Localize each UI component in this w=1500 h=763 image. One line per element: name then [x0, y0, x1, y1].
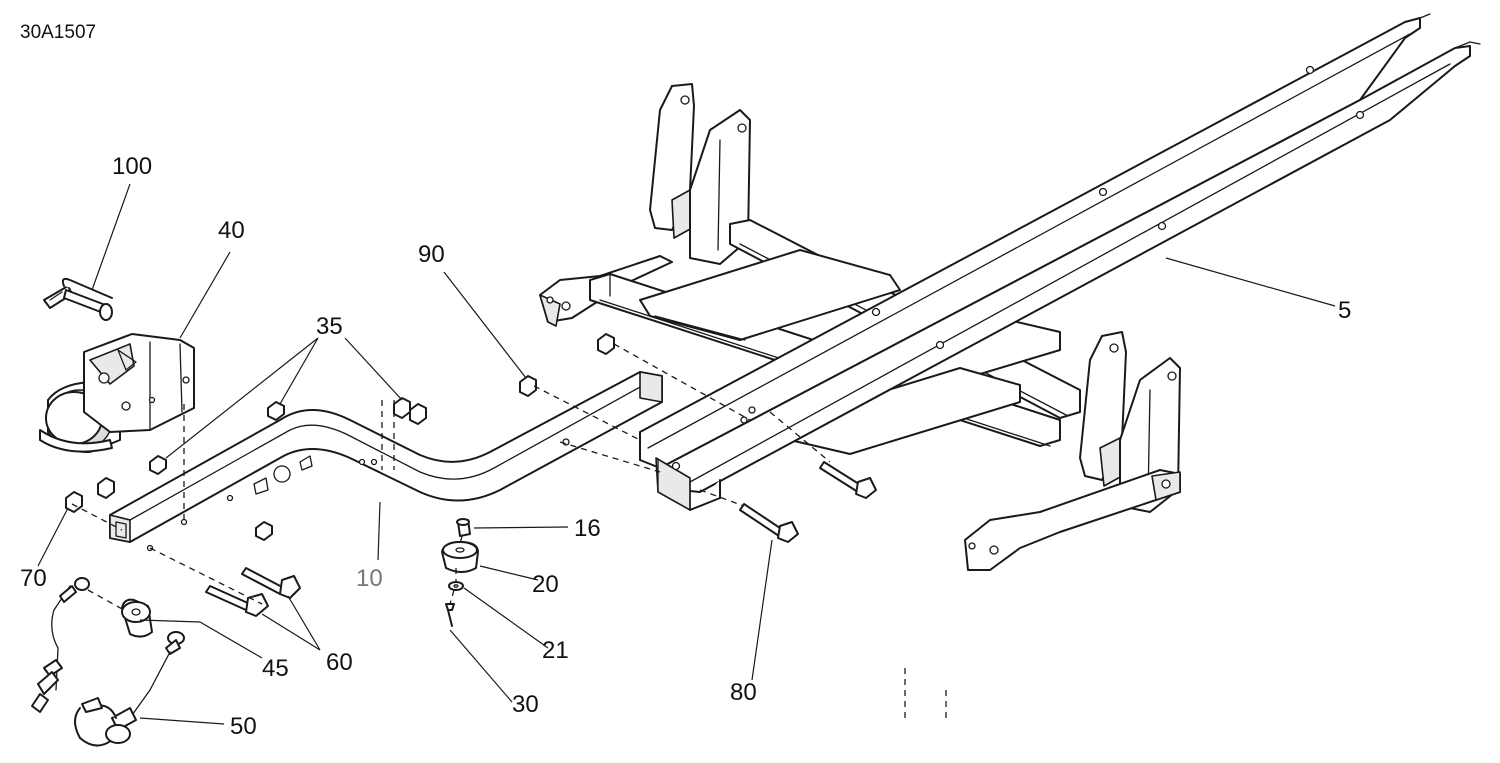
callout-16: 16	[574, 515, 601, 542]
callout-45: 45	[262, 655, 289, 682]
callout-5: 5	[1338, 297, 1351, 324]
assembly-lines	[71, 343, 831, 611]
callout-70: 70	[20, 565, 47, 592]
main-frame	[539, 13, 1481, 571]
leader-lines	[37, 183, 1336, 725]
ghost-marks	[904, 668, 947, 722]
hardware	[65, 333, 877, 638]
callout-21: 21	[542, 637, 569, 664]
callout-35: 35	[316, 313, 343, 340]
tongue-bar	[109, 371, 663, 552]
callout-40: 40	[218, 217, 245, 244]
callout-100: 100	[112, 153, 152, 180]
safety-pin	[43, 277, 113, 321]
safety-chain	[31, 577, 185, 747]
callout-80: 80	[730, 679, 757, 706]
callout-30: 30	[512, 691, 539, 718]
coupler	[39, 333, 195, 453]
callout-20: 20	[532, 571, 559, 598]
callout-90: 90	[418, 241, 445, 268]
callout-10: 10	[356, 565, 383, 592]
callout-labels: 100 40 35 90 5 16 20 21 30 10 70 45 60 5…	[20, 153, 1351, 740]
callout-50: 50	[230, 713, 257, 740]
drawing-number: 30A1507	[20, 22, 96, 43]
callout-60: 60	[326, 649, 353, 676]
